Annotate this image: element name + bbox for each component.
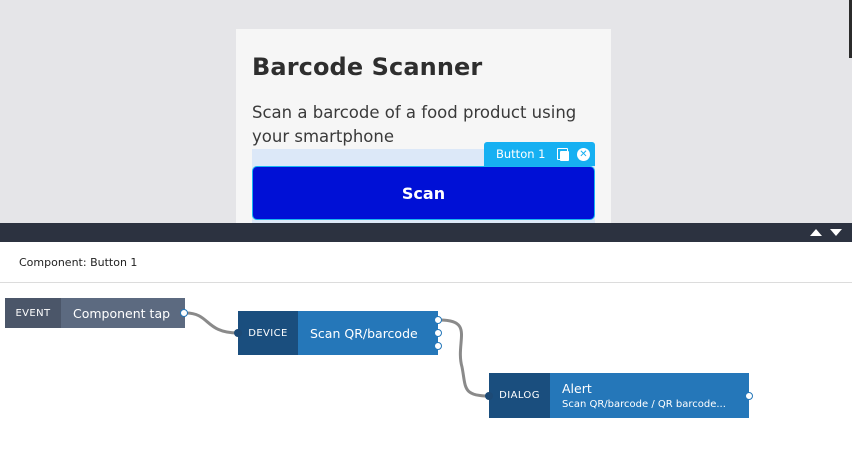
node-subtitle: Scan QR/barcode / QR barcode... <box>562 399 726 410</box>
node-body: Component tap <box>61 298 185 328</box>
node-label: Alert <box>562 381 592 396</box>
event-output-port[interactable] <box>180 309 188 317</box>
panel-title: Component: Button 1 <box>19 256 138 269</box>
device-output-port-1[interactable] <box>434 316 442 324</box>
node-label: Component tap <box>73 305 171 321</box>
panel-divider[interactable] <box>0 223 852 242</box>
node-label: Scan QR/barcode <box>310 325 418 341</box>
device-output-port-3[interactable] <box>434 342 442 350</box>
node-type-label: DIALOG <box>489 373 550 418</box>
device-output-port-2[interactable] <box>434 329 442 337</box>
page-title: Barcode Scanner <box>252 53 483 81</box>
page-description: Scan a barcode of a food product using y… <box>252 103 577 146</box>
panel-header: Component: Button 1 <box>0 242 852 283</box>
node-body: Scan QR/barcode <box>298 311 438 355</box>
copy-icon[interactable] <box>557 148 569 161</box>
wire-device-to-dialog <box>439 318 490 398</box>
dialog-input-port[interactable] <box>485 392 493 400</box>
logic-panel: Component: Button 1 EVENT Component tap … <box>0 242 852 449</box>
dialog-output-port[interactable] <box>745 392 753 400</box>
device-node[interactable]: DEVICE Scan QR/barcode <box>238 311 438 355</box>
dialog-node[interactable]: DIALOG Alert Scan QR/barcode / QR barcod… <box>489 373 749 418</box>
triangle-down-icon[interactable] <box>830 229 842 236</box>
event-node[interactable]: EVENT Component tap <box>5 298 185 328</box>
canvas-scrollbar[interactable] <box>849 0 852 58</box>
selection-tag: Button 1 ✕ <box>484 142 595 166</box>
device-input-port[interactable] <box>234 329 242 337</box>
wire-event-to-device <box>185 311 239 335</box>
screen-preview: Barcode Scanner Scan a barcode of a food… <box>236 29 611 223</box>
logic-wires <box>185 311 490 398</box>
scan-button[interactable]: Scan <box>252 166 595 220</box>
node-body: Alert Scan QR/barcode / QR barcode... <box>550 373 749 418</box>
triangle-up-icon[interactable] <box>810 229 822 236</box>
node-type-label: EVENT <box>5 298 61 328</box>
selection-tag-label: Button 1 <box>496 147 546 161</box>
node-type-label: DEVICE <box>238 311 298 355</box>
app-canvas: Barcode Scanner Scan a barcode of a food… <box>0 0 852 223</box>
close-icon[interactable]: ✕ <box>577 147 590 161</box>
